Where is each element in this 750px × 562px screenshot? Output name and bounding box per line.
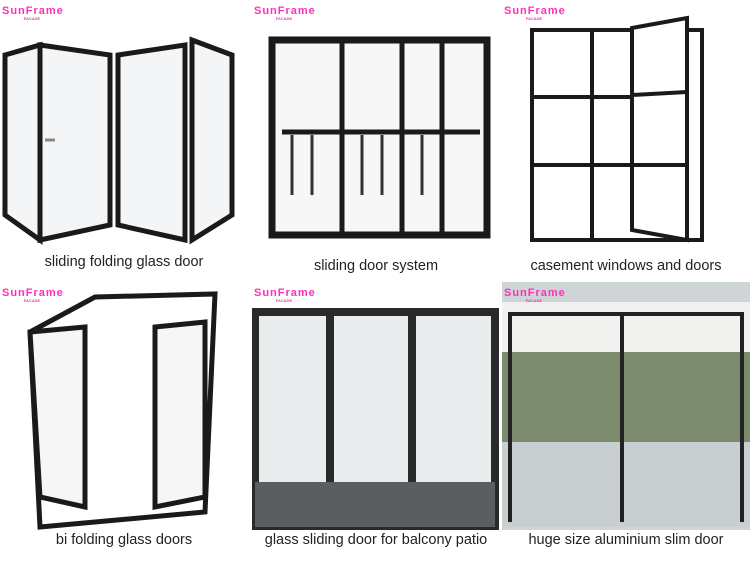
product-caption: huge size aluminium slim door bbox=[528, 532, 724, 548]
product-caption: sliding folding glass door bbox=[44, 254, 204, 270]
product-caption: sliding door system bbox=[313, 258, 439, 274]
product-caption: bi folding glass doors bbox=[55, 532, 193, 548]
product-caption: casement windows and doors bbox=[530, 258, 722, 274]
product-caption: glass sliding door for balcony patio bbox=[264, 532, 488, 548]
